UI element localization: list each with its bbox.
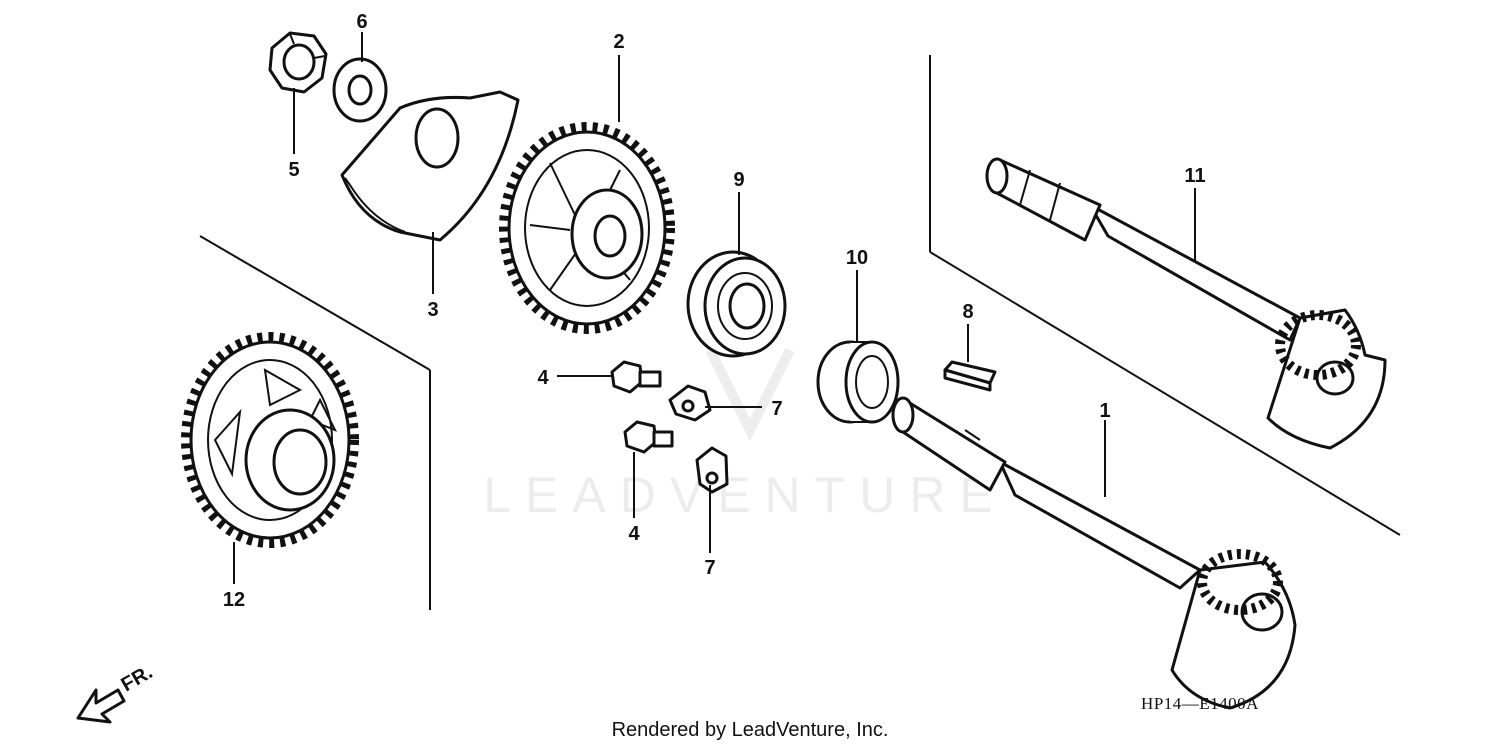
watermark: LEADVENTURE [483,347,1007,523]
callout-11: 11 [1184,165,1205,187]
part-4-bolt-lower[interactable] [623,420,674,454]
part-11-shaft[interactable] [985,157,1387,450]
part-2-driven-gear[interactable] [499,122,675,334]
part-10-needle-bearing[interactable] [816,340,900,424]
part-7-tab-lower[interactable] [695,446,729,494]
callout-4-upper: 4 [537,367,549,389]
callout-10: 10 [846,247,868,269]
part-4-bolt-upper[interactable] [610,360,662,394]
part-12-spline-gear[interactable] [181,332,359,548]
callout-12: 12 [223,589,245,611]
credit-text: Rendered by LeadVenture, Inc. [612,719,889,741]
callout-9: 9 [733,169,744,191]
callout-2: 2 [613,31,624,53]
callout-7-upper: 7 [771,398,782,420]
callout-1: 1 [1099,400,1110,422]
callout-labels: 1 2 3 4 4 5 6 7 7 8 9 10 11 12 [223,11,1206,611]
part-1-shaft[interactable] [891,396,1297,710]
front-label: FR. [118,661,157,696]
callout-3: 3 [427,299,438,321]
callout-4-lower: 4 [628,523,640,545]
callout-5: 5 [288,159,299,181]
part-3-cover-plate[interactable] [340,90,520,242]
front-direction-arrow: FR. [76,661,157,724]
leader-lines [233,32,1196,584]
part-5-castle-nut[interactable] [268,31,328,94]
callout-7-lower: 7 [704,557,715,579]
part-9-ball-bearing[interactable] [686,250,787,358]
diagram-code: HP14—E1400A [1141,694,1259,713]
part-6-washer[interactable] [332,57,388,123]
watermark-text: LEADVENTURE [483,467,1007,523]
part-8-key[interactable] [943,360,997,392]
boundary-lines [199,55,1401,610]
callout-8: 8 [962,301,973,323]
part-7-tab-upper[interactable] [668,384,712,422]
callout-6: 6 [356,11,367,33]
